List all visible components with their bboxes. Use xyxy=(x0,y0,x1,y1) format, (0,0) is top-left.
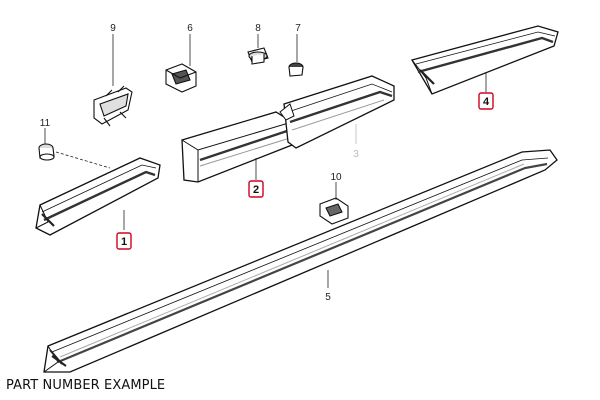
molding-part-5 xyxy=(43,149,558,373)
part-label-10: 10 xyxy=(330,172,342,183)
grommet-part-7 xyxy=(288,62,304,77)
part-label-8: 8 xyxy=(255,23,261,34)
part-label-1: 1 xyxy=(121,236,127,248)
part-label-3: 3 xyxy=(353,149,359,160)
molding-part-3 xyxy=(279,75,395,149)
clip-part-10 xyxy=(319,197,349,225)
leader-lines xyxy=(44,34,487,288)
part-label-9: 9 xyxy=(110,23,116,34)
clip-part-9 xyxy=(93,85,133,127)
part-label-6: 6 xyxy=(187,23,193,34)
callout-box-2 xyxy=(248,180,264,198)
part-label-5: 5 xyxy=(325,292,331,303)
part-label-4: 4 xyxy=(483,96,490,108)
part-label-2: 2 xyxy=(253,184,259,196)
part-label-11: 11 xyxy=(40,118,51,129)
callout-box-4 xyxy=(478,92,494,110)
molding-part-4 xyxy=(411,25,559,95)
clip-part-6 xyxy=(165,63,197,93)
part-label-7: 7 xyxy=(295,23,301,34)
grommet-part-11 xyxy=(38,143,55,161)
grommet-part-8 xyxy=(247,47,269,65)
caption: PART NUMBER EXAMPLE xyxy=(6,378,166,393)
molding-part-1 xyxy=(35,157,161,236)
molding-part-2 xyxy=(181,111,293,183)
callout-box-1 xyxy=(116,232,132,250)
